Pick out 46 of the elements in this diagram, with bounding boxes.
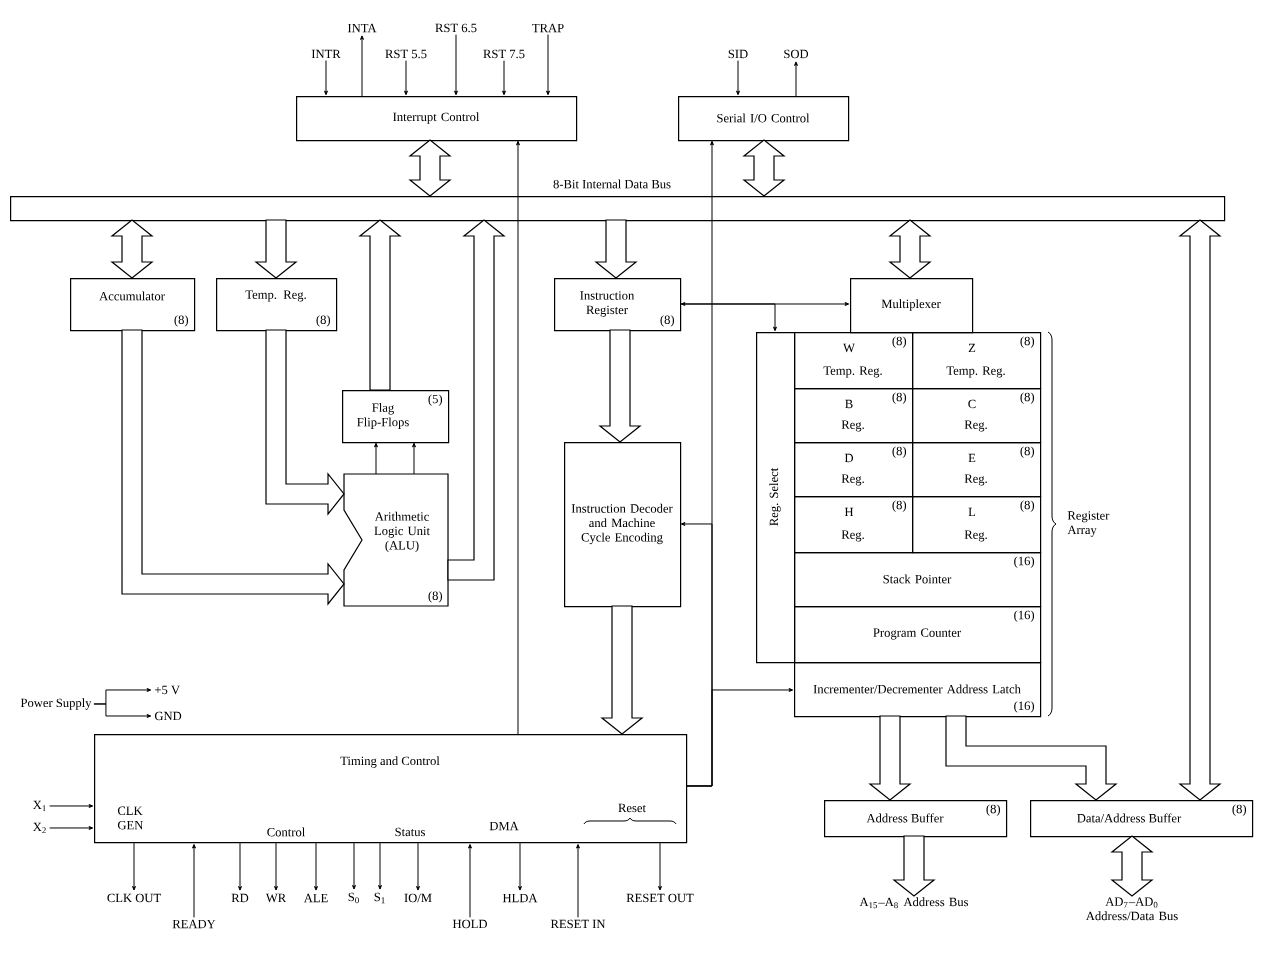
signal-arrow [314, 842, 318, 891]
signal-arrow [416, 842, 420, 891]
bus-arrow [892, 835, 936, 897]
bus-arrow [594, 219, 638, 279]
signal-arrow [378, 842, 382, 890]
control-line [680, 522, 713, 787]
bus-arrow [598, 329, 642, 443]
signal-arrow [49, 826, 94, 830]
bus-arrow [945, 715, 1118, 801]
bus-arrow [265, 329, 345, 516]
bus-arrow [868, 715, 912, 801]
signal-arrow [518, 842, 522, 891]
signal-arrow [132, 842, 136, 891]
bus-arrow [1110, 835, 1154, 897]
signal-arrow [360, 35, 364, 97]
bus-arrow [358, 219, 402, 391]
bus-arrow [1178, 219, 1222, 801]
control-line [679, 303, 777, 332]
bus-arrow [408, 139, 452, 197]
control-line [374, 442, 378, 475]
signal-arrow [468, 844, 472, 918]
signal-arrow [274, 842, 278, 891]
bus-arrow [121, 329, 345, 606]
signal-arrow [192, 844, 196, 918]
control-line [516, 140, 520, 735]
signal-arrow [324, 60, 328, 96]
bus-arrow [254, 219, 298, 279]
signal-arrow [658, 842, 662, 891]
bus-arrow [888, 219, 932, 279]
signal-arrow [352, 842, 356, 890]
control-line [412, 442, 416, 475]
signal-arrow [576, 844, 580, 918]
signal-arrow [404, 60, 408, 96]
bus-arrow [600, 605, 644, 735]
signal-arrow [736, 60, 740, 96]
bus-arrow [447, 219, 506, 581]
bus-arrow [110, 219, 154, 279]
signal-arrow [238, 842, 242, 891]
signal-arrow [454, 34, 458, 96]
signal-arrow [794, 61, 798, 97]
signal-arrow [49, 804, 94, 808]
bus-arrow [742, 139, 786, 197]
supply-arrow [93, 703, 152, 718]
control-line [680, 302, 850, 306]
signal-arrow [502, 60, 506, 96]
signal-arrow [546, 34, 550, 96]
